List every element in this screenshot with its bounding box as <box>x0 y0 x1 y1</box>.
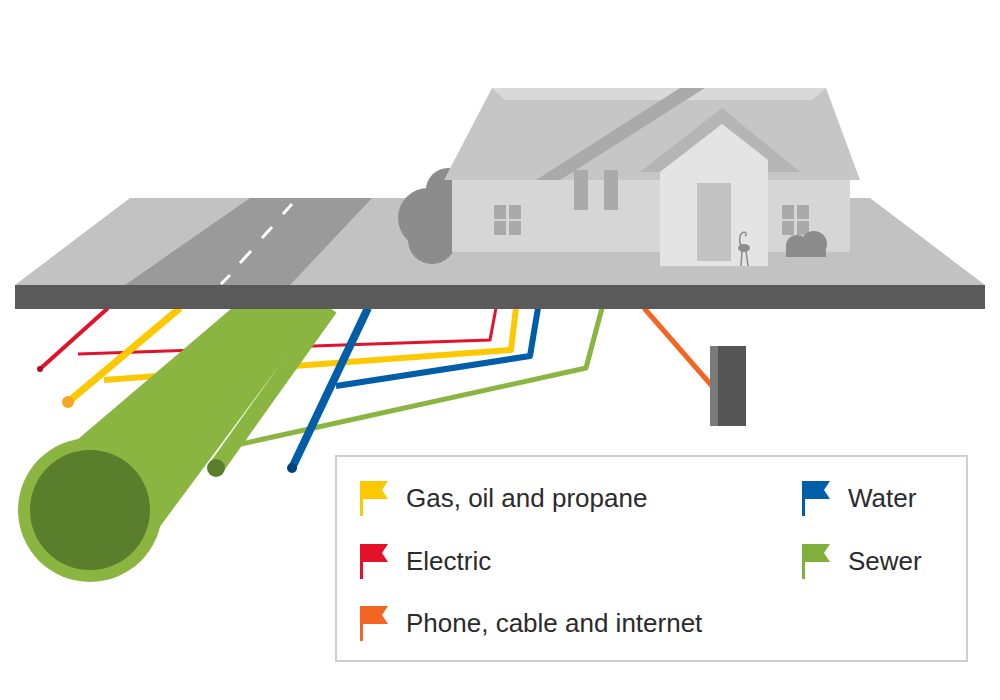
electric-line <box>40 308 108 369</box>
gas-end <box>62 396 74 408</box>
legend-entry: Sewer <box>800 541 922 581</box>
legend-label: Phone, cable and internet <box>406 609 702 638</box>
legend-flag <box>800 541 834 581</box>
legend-flag <box>358 603 392 643</box>
water-main-end <box>287 463 297 473</box>
road-markings <box>221 204 292 284</box>
legend-flag <box>800 478 834 518</box>
electric-end <box>37 366 43 372</box>
legend-entry: Phone, cable and internet <box>358 603 702 643</box>
legend-label: Sewer <box>848 547 922 576</box>
legend-label: Electric <box>406 547 491 576</box>
house <box>398 88 860 266</box>
sewer-lateral-end <box>207 459 225 477</box>
legend-flag <box>358 478 392 518</box>
phone-line <box>644 308 712 386</box>
legend-entry: Electric <box>358 541 491 581</box>
legend-entry: Gas, oil and propane <box>358 478 647 518</box>
legend-flag <box>358 541 392 581</box>
ground-slab-edge <box>15 285 985 309</box>
flamingo <box>738 232 750 266</box>
junction-box <box>710 346 746 426</box>
sewer-line <box>232 308 602 446</box>
legend-entry: Water <box>800 478 916 518</box>
water-line <box>336 308 538 386</box>
legend-label: Water <box>848 484 916 513</box>
junction-box-side <box>710 346 718 426</box>
sewer-main-opening <box>30 450 150 570</box>
road <box>125 198 372 285</box>
water-main <box>292 308 368 468</box>
legend-label: Gas, oil and propane <box>406 484 647 513</box>
sewer-main-end <box>18 438 162 582</box>
